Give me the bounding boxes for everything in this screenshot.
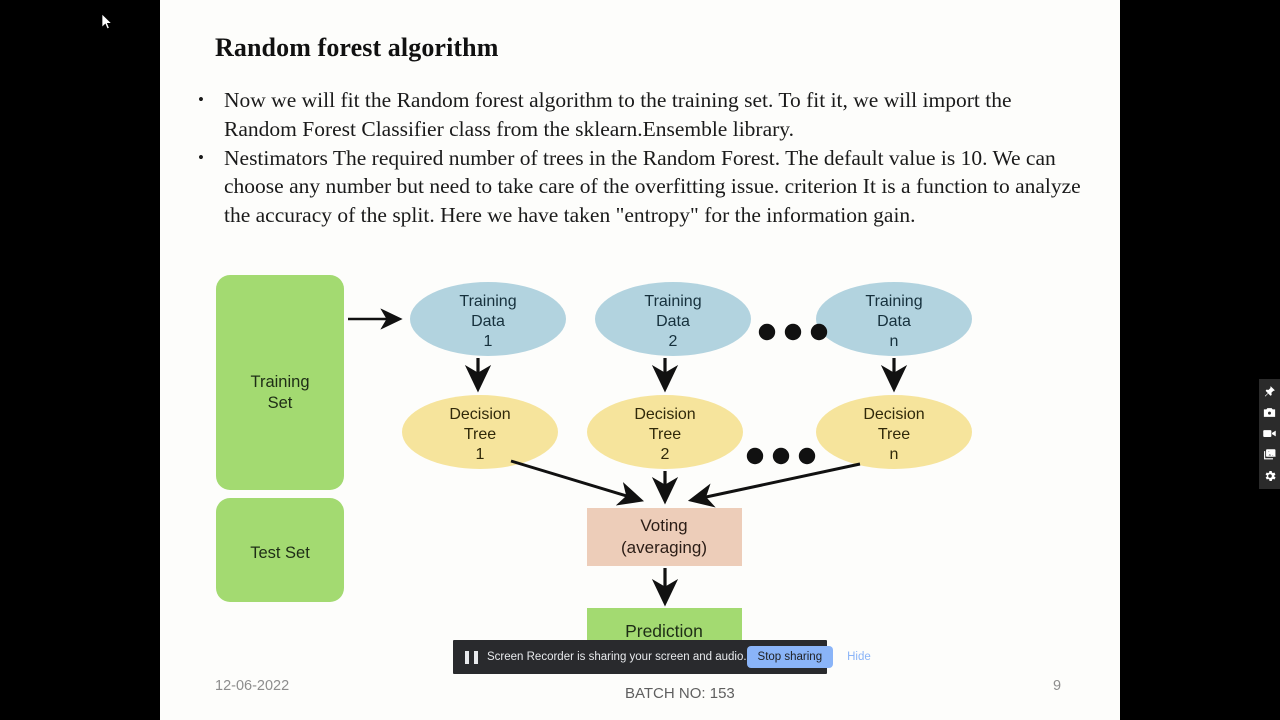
screen-recorder-toolbar — [1259, 379, 1280, 489]
voting-box — [587, 508, 742, 566]
training-set-label-line1: Training — [251, 373, 310, 391]
voting-label-line2: (averaging) — [621, 538, 707, 557]
training-data-2-line2: Data — [656, 313, 690, 330]
arrow-treen-to-voting — [687, 462, 861, 508]
test-set-label: Test Set — [250, 544, 310, 562]
training-data-n-line2: Data — [877, 313, 911, 330]
decision-tree-1-line3: 1 — [476, 446, 485, 463]
voting-label-line1: Voting — [640, 516, 687, 535]
training-data-1-ellipse — [410, 282, 566, 356]
decision-tree-1-line2: Tree — [464, 426, 496, 443]
page-title: Random forest algorithm — [215, 33, 499, 62]
screen-share-message: Screen Recorder is sharing your screen a… — [487, 651, 747, 663]
slide-body-bullets: • Now we will fit the Random forest algo… — [198, 86, 1088, 230]
pin-icon[interactable] — [1260, 382, 1279, 401]
training-data-1-line1: Training — [459, 293, 516, 310]
gear-icon[interactable] — [1260, 466, 1279, 485]
pause-icon — [465, 650, 478, 664]
arrow-tree1-to-voting — [510, 459, 645, 506]
test-set-box — [216, 498, 344, 602]
stop-sharing-button[interactable]: Stop sharing — [746, 646, 834, 668]
screen-share-notification-bar: Screen Recorder is sharing your screen a… — [453, 640, 871, 674]
decision-tree-1-line1: Decision — [449, 406, 510, 423]
training-data-1-line2: Data — [471, 313, 505, 330]
training-set-box — [216, 275, 344, 490]
bullet-item: • Nestimators The required number of tre… — [198, 144, 1088, 230]
random-forest-diagram: Training Set Test Set Training Data 1 Tr… — [215, 268, 1085, 668]
video-camera-icon[interactable] — [1260, 424, 1279, 443]
training-data-2-line1: Training — [644, 293, 701, 310]
decision-tree-n-ellipse — [816, 395, 972, 469]
decision-tree-2-line1: Decision — [634, 406, 695, 423]
hide-button[interactable]: Hide — [847, 651, 871, 663]
training-data-2-ellipse — [595, 282, 751, 356]
decision-tree-1-ellipse — [402, 395, 558, 469]
footer-page-number: 9 — [1053, 678, 1062, 694]
camera-icon[interactable] — [1260, 403, 1279, 422]
footer-batch-number: BATCH NO: 153 — [625, 685, 735, 702]
ellipsis-dots-top — [758, 323, 828, 341]
footer-date: 12-06-2022 — [215, 678, 290, 694]
bullet-marker-icon: • — [198, 147, 204, 167]
decision-tree-n-line1: Decision — [863, 406, 924, 423]
decision-tree-2-line2: Tree — [649, 426, 681, 443]
training-data-n-line3: n — [890, 333, 899, 350]
prediction-label: Prediction — [625, 621, 703, 641]
training-data-2-line3: 2 — [669, 333, 678, 350]
training-data-1-line3: 1 — [484, 333, 493, 350]
bullet-item: • Now we will fit the Random forest algo… — [198, 86, 1088, 144]
decision-tree-n-line2: Tree — [878, 426, 910, 443]
mouse-pointer-icon — [101, 13, 113, 30]
training-data-n-ellipse — [816, 282, 972, 356]
presentation-slide: Random forest algorithm • Now we will fi… — [160, 0, 1120, 720]
training-data-n-line1: Training — [865, 293, 922, 310]
gallery-icon[interactable] — [1260, 445, 1279, 464]
bullet-text: Now we will fit the Random forest algori… — [224, 88, 1012, 141]
decision-tree-n-line3: n — [890, 446, 899, 463]
training-set-label-line2: Set — [268, 394, 293, 412]
decision-tree-2-line3: 2 — [661, 446, 670, 463]
decision-tree-2-ellipse — [587, 395, 743, 469]
bullet-text: Nestimators The required number of trees… — [224, 145, 1081, 228]
ellipsis-dots-bottom — [746, 447, 816, 465]
bullet-marker-icon: • — [198, 90, 204, 109]
